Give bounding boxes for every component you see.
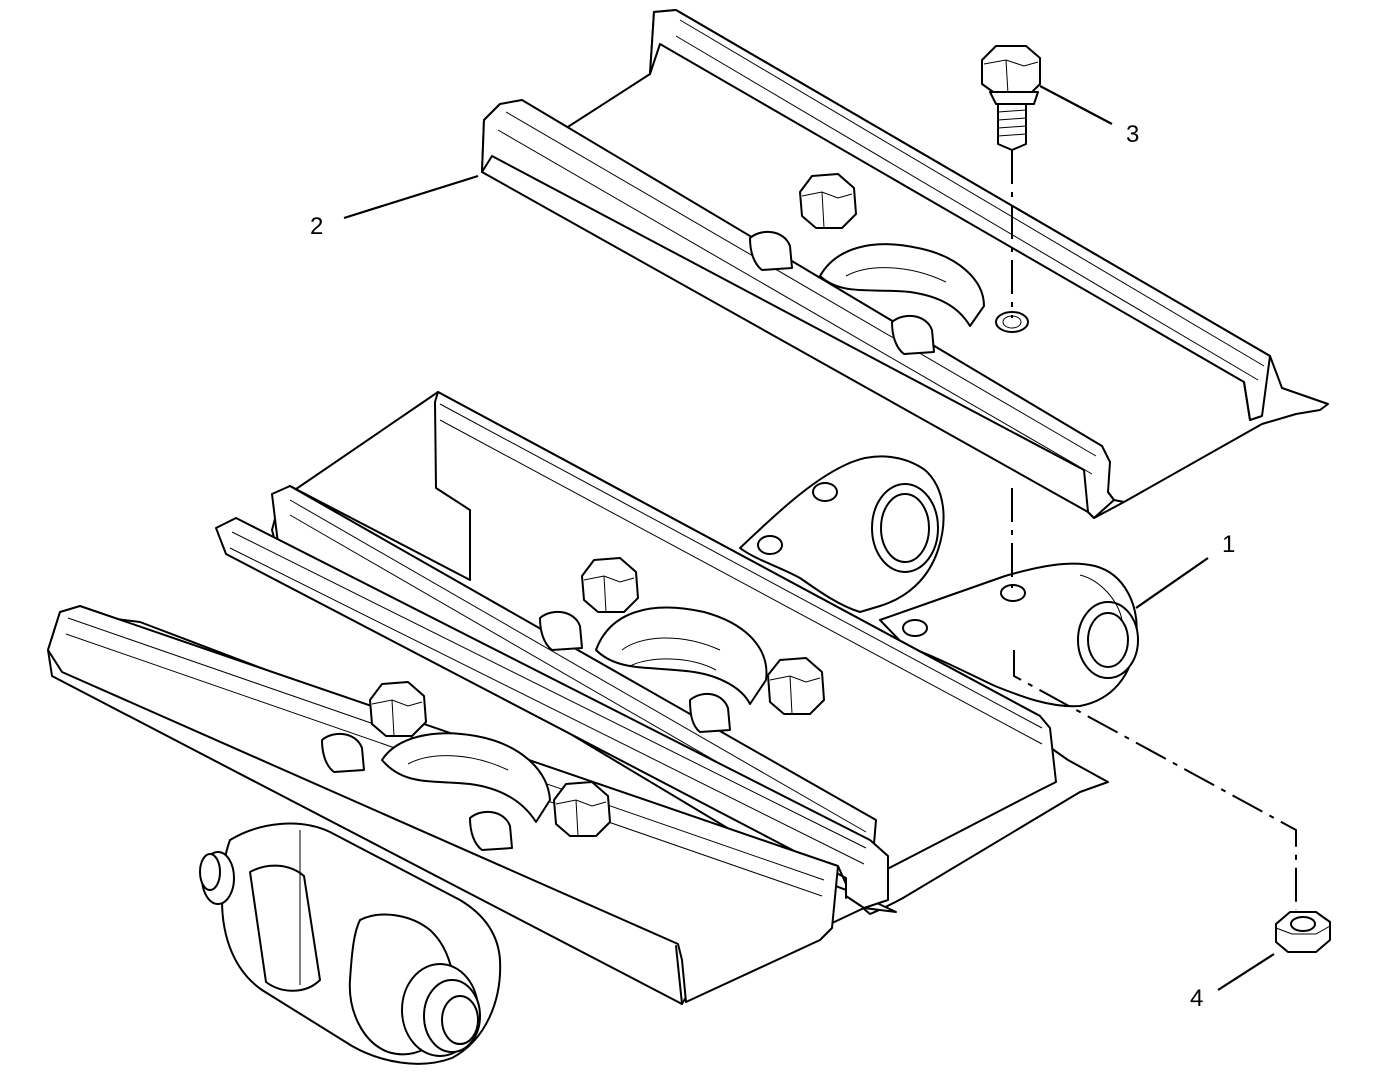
link-window (819, 243, 985, 327)
hex-nut (369, 681, 427, 737)
shoe-bolt (981, 45, 1041, 151)
track-shoe (481, 9, 1329, 519)
callout-2: 2 (310, 174, 479, 240)
front-link-right (879, 562, 1139, 708)
middle-shoe-nuts (539, 557, 825, 733)
callout-label-2: 2 (310, 213, 323, 240)
bolt-hole (995, 311, 1029, 333)
hex-nut (767, 657, 825, 715)
assembly-lines (1011, 150, 1297, 910)
front-track-shoe (47, 517, 897, 1005)
callout-4: 4 (1190, 953, 1275, 1012)
link-window (595, 606, 768, 705)
hex-nut (553, 781, 611, 837)
callout-1: 1 (1135, 531, 1235, 609)
hex-nut (799, 173, 857, 229)
callout-3: 3 (1039, 85, 1139, 148)
hex-nut (581, 557, 639, 613)
front-shoe-nuts (321, 681, 611, 851)
link-window (381, 732, 551, 823)
callout-label-4: 4 (1190, 985, 1203, 1012)
front-link-left (199, 822, 502, 1065)
callout-label-1: 1 (1222, 531, 1235, 558)
callout-label-3: 3 (1126, 121, 1139, 148)
rear-link (739, 455, 945, 613)
shoe-nut (1275, 911, 1331, 953)
track-link-assembly (47, 391, 1139, 1065)
